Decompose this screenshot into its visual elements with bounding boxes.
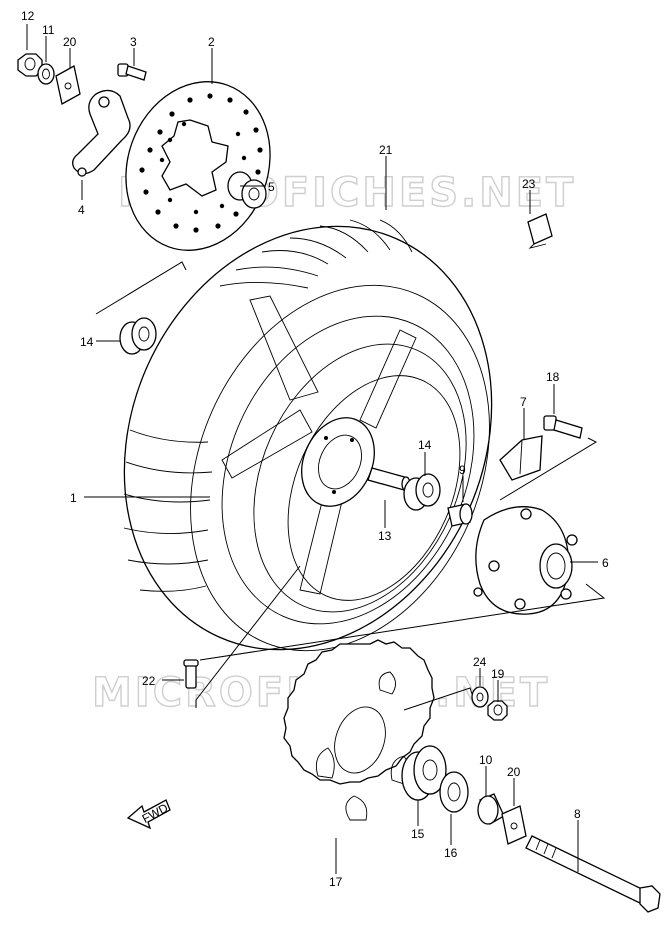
callout-8: 8 (574, 807, 581, 821)
callout-4: 4 (78, 203, 85, 217)
callout-5: 5 (268, 180, 275, 194)
bracket-4[interactable] (72, 89, 131, 177)
bearing-14-left[interactable] (119, 317, 157, 355)
callout-20-top: 20 (63, 35, 77, 49)
callout-16: 16 (444, 846, 458, 860)
hub-carrier-6[interactable] (473, 506, 578, 615)
bolt-3[interactable] (117, 63, 147, 81)
callout-15: 15 (411, 827, 425, 841)
callout-22: 22 (142, 674, 156, 688)
callout-13: 13 (378, 529, 392, 543)
tire-21[interactable] (59, 167, 558, 708)
callout-3: 3 (130, 35, 137, 49)
callout-labels: 12 11 20 3 2 4 5 21 23 14 18 7 14 9 1 13… (21, 9, 609, 889)
callout-17: 17 (329, 875, 343, 889)
callout-1: 1 (70, 491, 77, 505)
plate-20-bottom[interactable] (501, 805, 527, 845)
callout-14-left: 14 (80, 335, 94, 349)
brake-disc-2[interactable] (103, 61, 293, 271)
callout-12: 12 (21, 9, 35, 23)
valve-22[interactable] (183, 659, 199, 689)
callout-19: 19 (491, 667, 505, 681)
axle-8[interactable] (525, 835, 661, 913)
collar-9[interactable] (447, 503, 473, 527)
shoe-7[interactable] (499, 435, 543, 481)
bearing-14-right[interactable] (403, 473, 441, 511)
callout-18: 18 (546, 370, 560, 384)
callout-21: 21 (379, 143, 393, 157)
plate-20-top[interactable] (55, 65, 81, 105)
bearing-15[interactable] (401, 745, 447, 801)
callout-6: 6 (602, 556, 609, 570)
rim-1[interactable] (175, 276, 521, 664)
washer-24[interactable] (471, 686, 489, 708)
clip-23[interactable] (527, 213, 553, 249)
callout-2: 2 (208, 35, 215, 49)
callout-24: 24 (473, 655, 487, 669)
fwd-arrow-icon: FWD (126, 799, 171, 830)
callout-11: 11 (42, 23, 55, 37)
callout-23: 23 (522, 177, 536, 191)
callout-20-bottom: 20 (507, 765, 521, 779)
spacer-10[interactable] (477, 793, 505, 825)
leader-lines (26, 24, 606, 874)
callout-10: 10 (479, 753, 493, 767)
sprocket-17[interactable] (283, 639, 435, 821)
seal-16[interactable] (439, 771, 469, 813)
callout-7: 7 (520, 395, 527, 409)
nut-19[interactable] (487, 700, 508, 721)
callout-9: 9 (459, 463, 466, 477)
callout-14-right: 14 (418, 438, 432, 452)
bolt-18[interactable] (543, 415, 583, 439)
washer-11[interactable] (37, 63, 55, 85)
